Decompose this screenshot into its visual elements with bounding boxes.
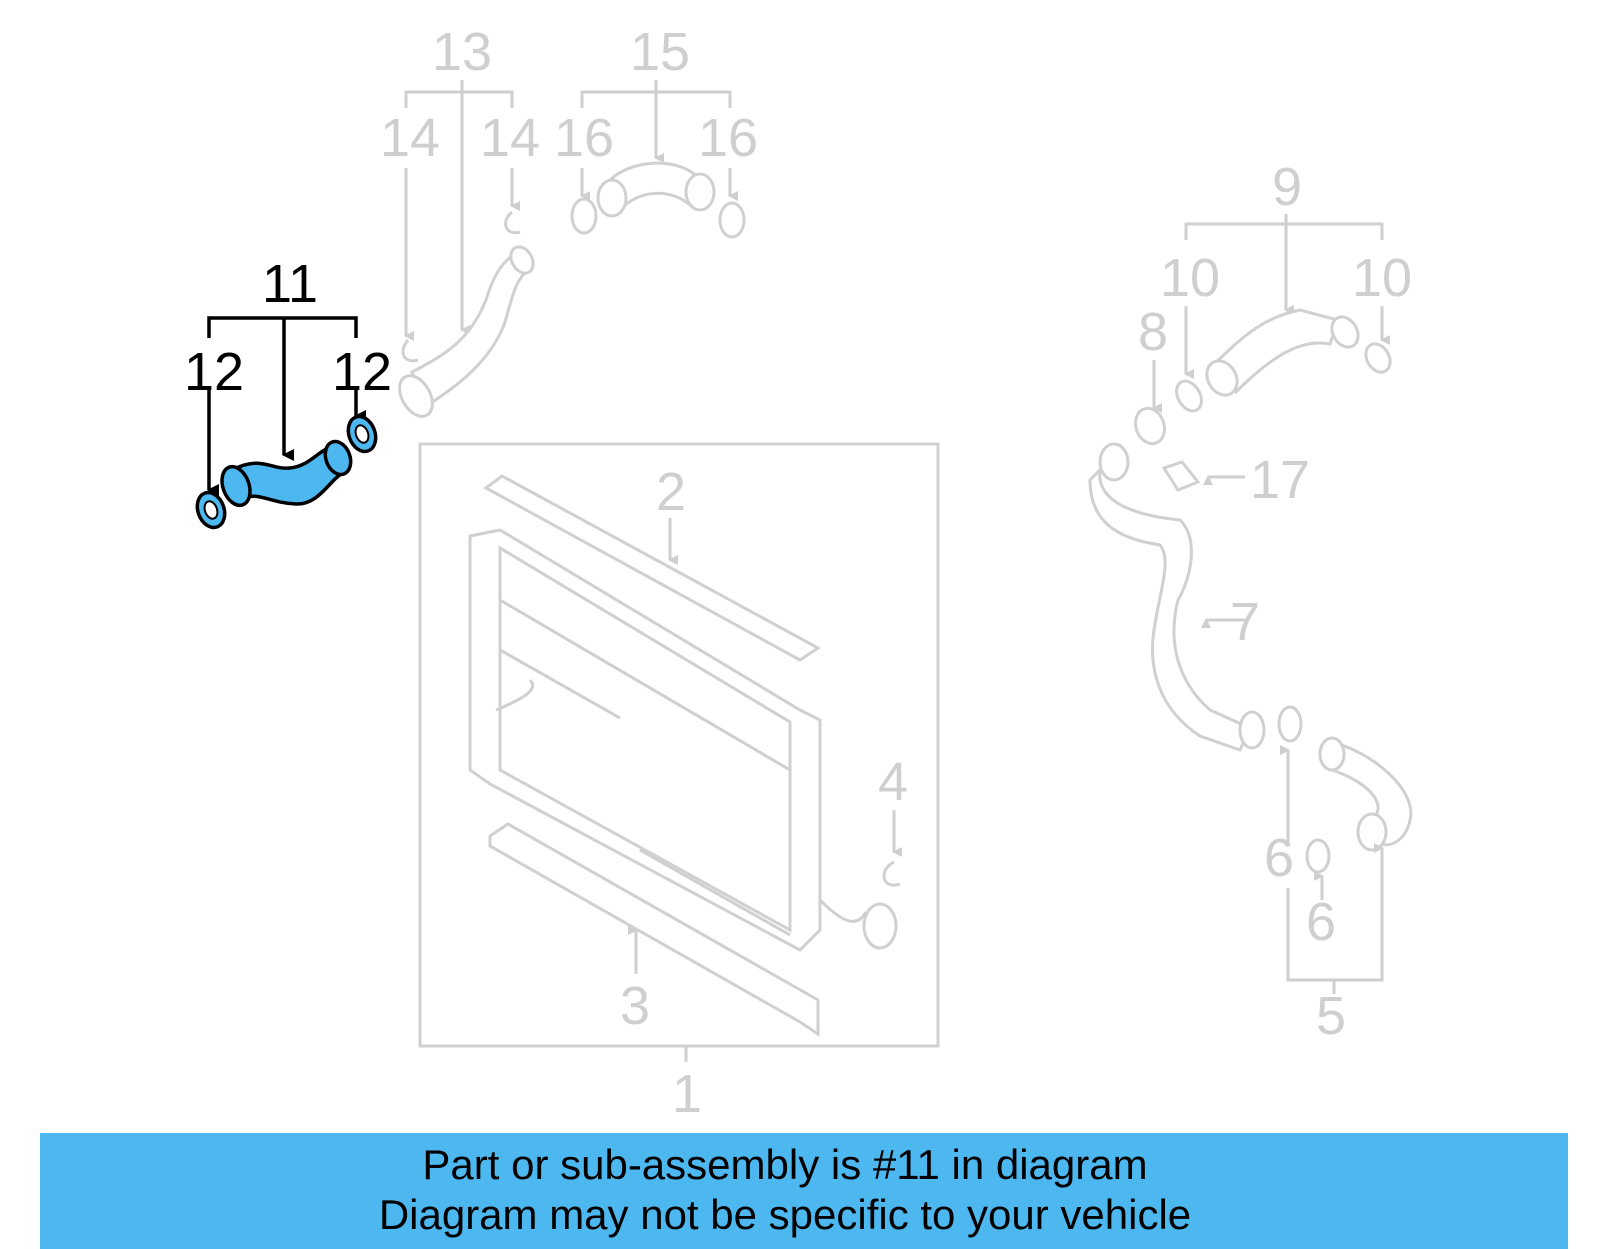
part-9-hose: 9 10 10 (1160, 157, 1412, 413)
callout-15: 15 (630, 22, 690, 82)
callout-14-left: 14 (380, 108, 440, 168)
callout-1: 1 (672, 1064, 702, 1124)
callout-13: 13 (432, 22, 492, 82)
part-11-hose[interactable]: 11 12 12 (184, 254, 392, 531)
callout-10-right: 10 (1352, 248, 1412, 308)
part-7-pipe: 8 17 7 (1088, 302, 1310, 752)
info-banner: Part or sub-assembly is #11 in diagram D… (40, 1133, 1568, 1249)
callout-16-right: 16 (698, 108, 758, 168)
callout-2: 2 (656, 462, 686, 522)
callout-5: 5 (1316, 986, 1346, 1046)
part-13-pipe: 13 14 14 (380, 22, 540, 418)
parts-diagram: 11 12 12 13 14 14 15 16 16 (184, 22, 1413, 1124)
banner-line-1: Part or sub-assembly is #11 in diagram (422, 1141, 1148, 1188)
callout-12-right: 12 (332, 342, 392, 402)
callout-7: 7 (1230, 592, 1260, 652)
part-5-hose: 6 6 5 (1264, 736, 1413, 1046)
callout-17: 17 (1250, 450, 1310, 510)
banner-line-2: Diagram may not be specific to your vehi… (378, 1191, 1192, 1238)
callout-4: 4 (878, 752, 908, 812)
callout-12-left: 12 (184, 342, 244, 402)
callout-9: 9 (1272, 157, 1302, 217)
callout-10-left: 10 (1160, 248, 1220, 308)
callout-16-left: 16 (554, 108, 614, 168)
callout-3: 3 (620, 976, 650, 1036)
callout-6-right: 6 (1306, 892, 1336, 952)
part-1-intercooler-assembly: 1 2 3 4 (418, 442, 940, 1124)
callout-8: 8 (1138, 302, 1168, 362)
callout-6-left: 6 (1264, 828, 1294, 888)
part-15-hose: 15 16 16 (554, 22, 758, 239)
callout-14-right: 14 (480, 108, 540, 168)
callout-11: 11 (262, 254, 318, 314)
